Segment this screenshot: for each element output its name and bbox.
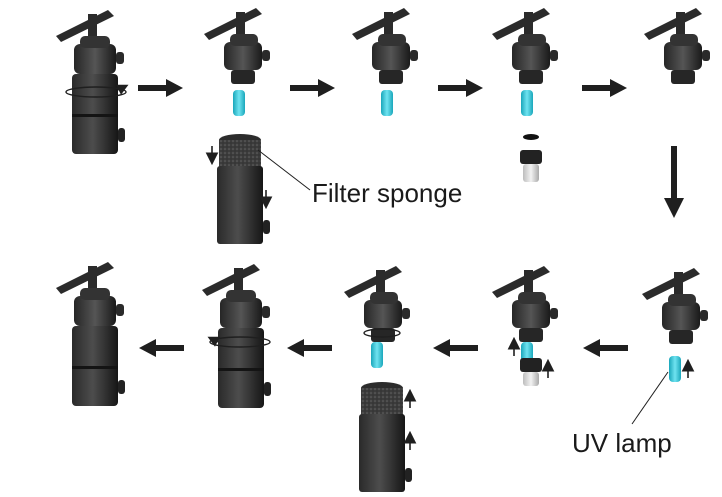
arrow-3-4 [438, 79, 483, 97]
arrow-2-3 [290, 79, 335, 97]
arrow-4-5 [582, 79, 627, 97]
step-8-head-with-uv-twist [344, 266, 410, 368]
arrow-7-8 [433, 339, 478, 357]
arrow-down [664, 146, 684, 218]
step-1-assembled-filter [56, 10, 129, 154]
arrow-1-2 [138, 79, 183, 97]
filter-sponge-part [205, 134, 311, 244]
step-5-head-only [644, 8, 710, 84]
uv-lamp-label: UV lamp [572, 428, 672, 458]
step-7-head-insert-sleeve [492, 266, 558, 386]
step-3-head-with-uv [352, 8, 418, 116]
filter-sponge-reinsert [359, 382, 417, 492]
step-6-head-insert-uv [631, 268, 708, 425]
arrow-9-10 [139, 339, 184, 357]
step-9-assembled-twist [202, 264, 271, 408]
step-4-head-uv-removed [492, 8, 558, 182]
step-2-head-with-uv [204, 8, 270, 116]
filter-sponge-label: Filter sponge [312, 178, 463, 208]
step-10-final-assembled [56, 262, 125, 406]
arrow-8-9 [287, 339, 332, 357]
arrow-6-7 [583, 339, 628, 357]
